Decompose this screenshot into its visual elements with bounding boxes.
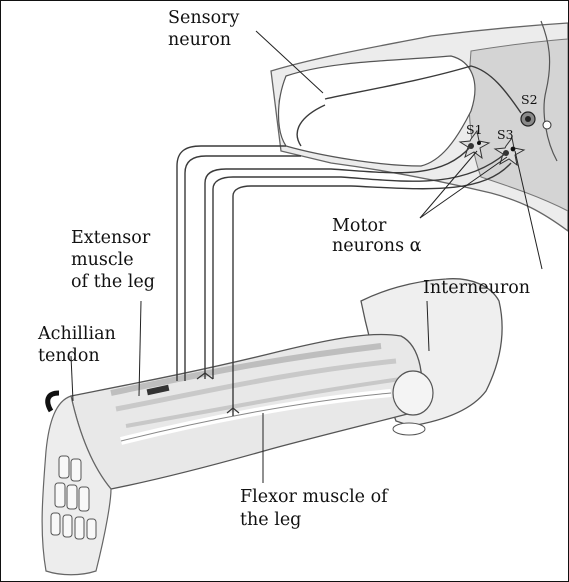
label-s1: S1 <box>466 122 483 137</box>
label-extensor-1: Extensor <box>71 228 151 248</box>
label-flexor-2: the leg <box>240 510 301 530</box>
label-sensory-neuron-2: neuron <box>168 30 231 50</box>
label-interneuron: Interneuron <box>423 278 530 298</box>
neuron-s2 <box>521 112 535 126</box>
label-achillian-1: Achillian <box>37 324 116 344</box>
label-sensory-neuron-1: Sensory <box>168 8 239 28</box>
label-s2: S2 <box>521 92 538 107</box>
label-achillian-2: tendon <box>38 346 100 366</box>
label-s3: S3 <box>497 127 514 142</box>
label-extensor-2: muscle <box>71 250 134 270</box>
label-motor-neurons-2: neurons α <box>332 236 422 256</box>
central-canal <box>543 121 551 129</box>
label-extensor-3: of the leg <box>71 272 155 292</box>
interneuron-dot <box>511 147 516 152</box>
label-flexor-1: Flexor muscle of <box>240 487 389 507</box>
label-motor-neurons-1: Motor <box>332 216 387 236</box>
